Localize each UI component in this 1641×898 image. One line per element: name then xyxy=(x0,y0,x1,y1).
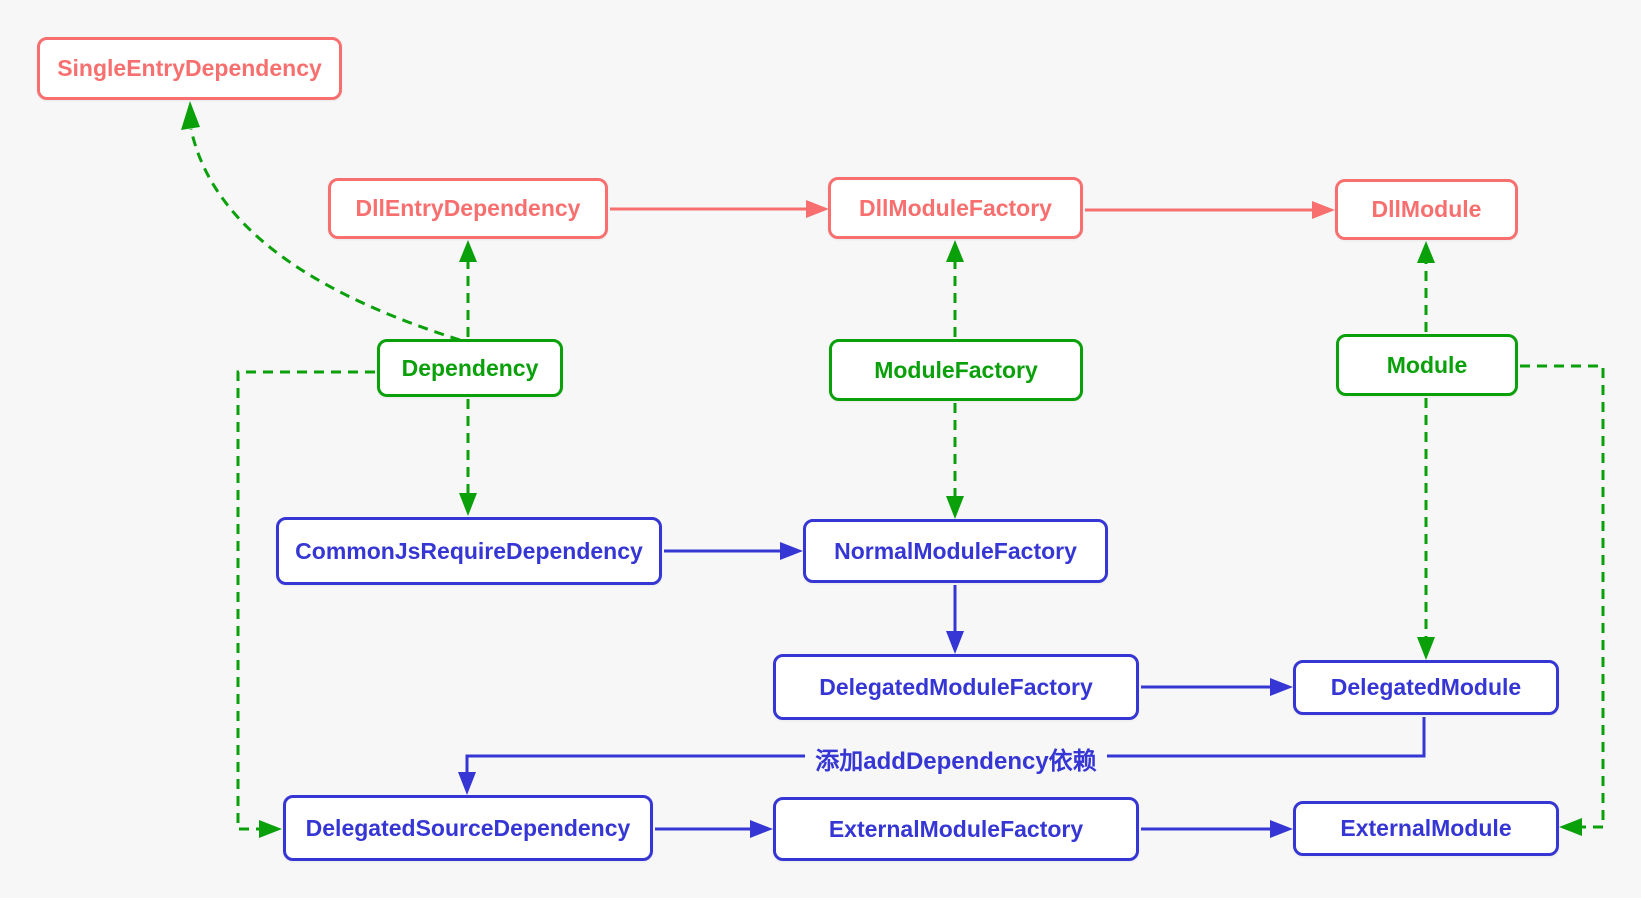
edge-delegatedmodulefactory-to-delegatedmodule xyxy=(1141,678,1293,696)
edge-dllentrydependency-to-dllmodulefactory xyxy=(610,200,829,218)
node-commonjsrequiredependency: CommonJsRequireDependency xyxy=(276,517,662,585)
node-delegatedmodulefactory: DelegatedModuleFactory xyxy=(773,654,1139,720)
node-dllmodule: DllModule xyxy=(1335,179,1518,240)
edge-module-to-dllmodule xyxy=(1417,241,1435,332)
node-externalmodule: ExternalModule xyxy=(1293,801,1559,856)
node-externalmodulefactory: ExternalModuleFactory xyxy=(773,797,1139,861)
edge-dependency-to-dllentrydependency xyxy=(459,240,477,337)
edge-normalmodulefactory-to-delegatedmodulefactory xyxy=(946,585,964,654)
edge-dllmodulefactory-to-dllmodule xyxy=(1085,201,1335,219)
edge-commonjsrequiredependency-to-normalmodulefactory xyxy=(664,542,803,560)
edge-dependency-to-delegatedsourcedependency xyxy=(236,370,375,838)
edge-externalmodulefactory-to-externalmodule xyxy=(1141,820,1293,838)
node-module: Module xyxy=(1336,334,1518,396)
edge-label-add-dependency: 添加addDependency依赖 xyxy=(805,742,1107,775)
edge-module-to-externalmodule xyxy=(1520,364,1605,836)
node-delegatedsourcedependency: DelegatedSourceDependency xyxy=(283,795,653,861)
edge-dependency-to-singleentrydependency xyxy=(181,101,461,342)
edge-modulefactory-to-normalmodulefactory xyxy=(946,403,964,519)
edge-dependency-to-commonjsrequiredependency xyxy=(459,399,477,516)
node-modulefactory: ModuleFactory xyxy=(829,339,1083,401)
edge-module-to-delegatedmodule xyxy=(1417,398,1435,660)
edge-modulefactory-to-dllmodulefactory xyxy=(946,240,964,337)
node-dependency: Dependency xyxy=(377,339,563,397)
node-singleentrydependency: SingleEntryDependency xyxy=(37,37,342,100)
node-normalmodulefactory: NormalModuleFactory xyxy=(803,519,1108,583)
node-dllmodulefactory: DllModuleFactory xyxy=(828,177,1083,239)
node-delegatedmodule: DelegatedModule xyxy=(1293,660,1559,715)
edge-delegatedsourcedependency-to-externalmodulefactory xyxy=(655,820,773,838)
node-dllentrydependency: DllEntryDependency xyxy=(328,178,608,239)
